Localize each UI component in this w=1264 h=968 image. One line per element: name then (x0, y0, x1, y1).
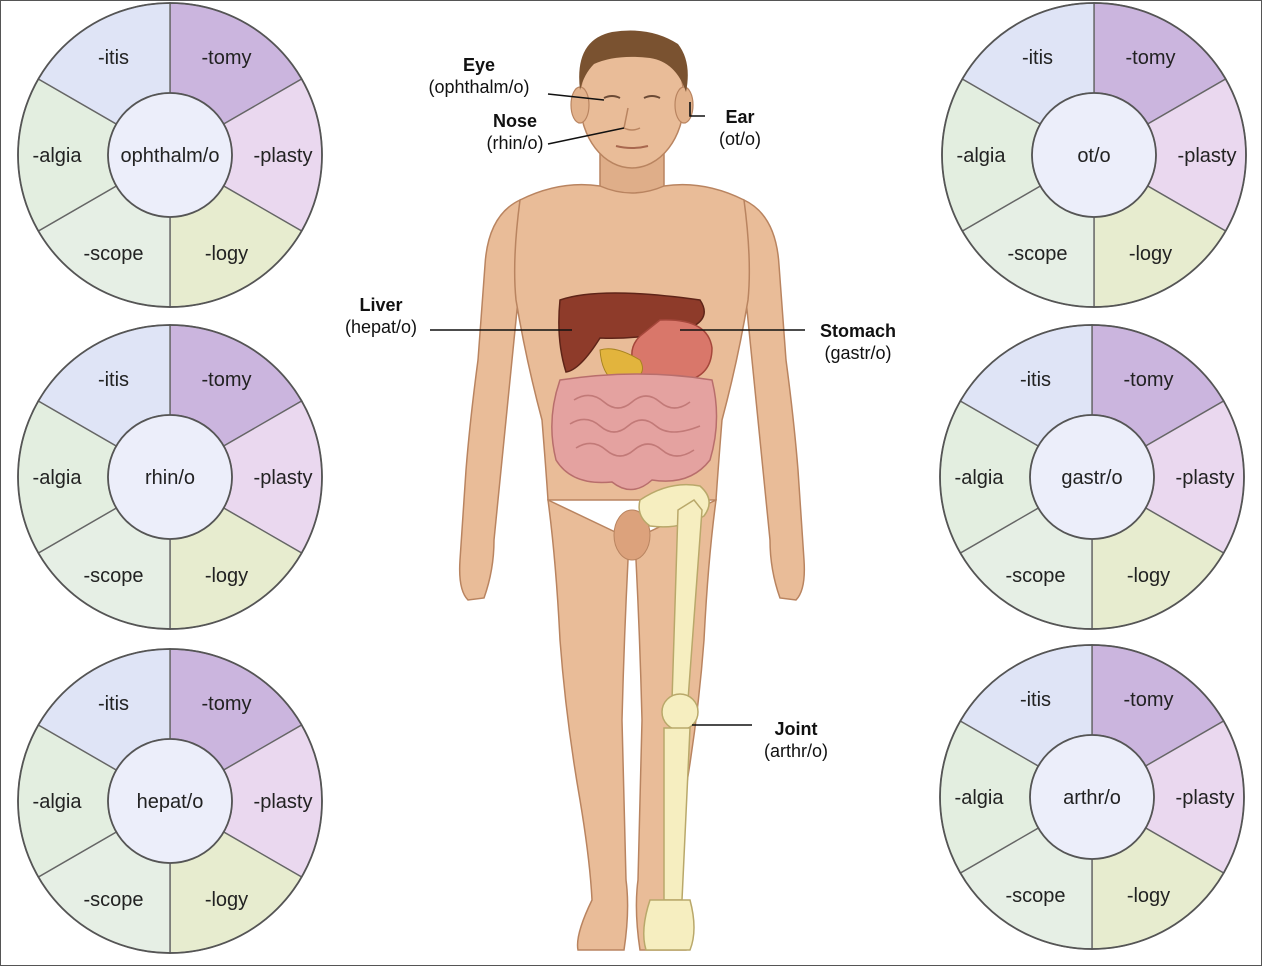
suffix-label-itis: -itis (1020, 689, 1051, 711)
wheel-hub (107, 738, 233, 864)
suffix-label-logy: -logy (1127, 565, 1170, 587)
suffix-label-plasty: -plasty (1178, 145, 1237, 167)
ear-root: (ot/o) (718, 129, 761, 149)
suffix-label-algia: -algia (955, 467, 1005, 489)
internal-organs (551, 292, 718, 491)
suffix-label-tomy: -tomy (1126, 47, 1176, 69)
suffix-label-logy: -logy (1129, 243, 1172, 265)
nose-root: (rhin/o) (486, 133, 544, 153)
wheel-outer-ring (17, 324, 323, 630)
suffix-label-plasty: -plasty (1176, 467, 1235, 489)
intestines-organ (551, 373, 718, 491)
wheel-outer-ring (941, 2, 1247, 308)
wheel-root-label: ophthalm/o (121, 145, 220, 167)
liver-label: Liver (hepat/o) (326, 294, 436, 338)
liver-name: Liver (359, 295, 403, 315)
joint-root: (arthr/o) (763, 741, 828, 761)
wheel-root-label: rhin/o (145, 467, 195, 489)
wheel-root-label: gastr/o (1061, 467, 1122, 489)
suffix-label-tomy: -tomy (1124, 369, 1174, 391)
suffix-label-tomy: -tomy (202, 369, 252, 391)
suffix-label-itis: -itis (98, 369, 129, 391)
eye-root: (ophthalm/o) (428, 77, 530, 97)
suffix-label-tomy: -tomy (202, 47, 252, 69)
suffix-label-logy: -logy (205, 243, 248, 265)
suffix-label-algia: -algia (957, 145, 1007, 167)
suffix-label-algia: -algia (33, 145, 83, 167)
suffix-label-algia: -algia (955, 787, 1005, 809)
suffix-label-tomy: -tomy (202, 693, 252, 715)
suffix-label-itis: -itis (98, 693, 129, 715)
suffix-wheel: -tomy -plasty -logy -scope -algia -itis rhin/o (17, 324, 323, 630)
wheel-outer-ring (17, 648, 323, 954)
eye-label: Eye (ophthalm/o) (404, 54, 554, 98)
wheel-gastr: -tomy -plasty -logy -scope -algia -itis gastr/… (922, 322, 1262, 632)
suffix-label-algia: -algia (33, 791, 83, 813)
suffix-wheel: -tomy -plasty -logy -scope -algia -itis arthr/… (939, 644, 1245, 950)
suffix-label-plasty: -plasty (1176, 787, 1235, 809)
leg-bones (638, 483, 710, 951)
suffix-wheel: -tomy -plasty -logy -scope -algia -itis ot/o (941, 2, 1247, 308)
suffix-wheel: -tomy -plasty -logy -scope -algia -itis gastr/… (939, 324, 1245, 630)
nose-label: Nose (rhin/o) (450, 110, 580, 154)
wheel-root-label: arthr/o (1063, 787, 1121, 809)
wheel-hub (1029, 414, 1155, 540)
ear-label: Ear (ot/o) (700, 106, 780, 150)
wheel-ophthalm: -tomy -plasty -logy -scope -algia -itis ophtha… (0, 0, 340, 310)
suffix-label-scope: -scope (1005, 885, 1065, 907)
wheel-outer-ring (17, 2, 323, 308)
wheel-hub (107, 414, 233, 540)
suffix-label-scope: -scope (1007, 243, 1067, 265)
wheel-hepat: -tomy -plasty -logy -scope -algia -itis hepat/… (0, 646, 340, 956)
suffix-label-plasty: -plasty (254, 467, 313, 489)
wheel-ot: -tomy -plasty -logy -scope -algia -itis ot/o (924, 0, 1264, 310)
suffix-label-itis: -itis (1020, 369, 1051, 391)
stomach-name: Stomach (819, 321, 897, 341)
stomach-label: Stomach (gastr/o) (798, 320, 918, 364)
suffix-label-logy: -logy (1127, 885, 1170, 907)
suffix-wheel: -tomy -plasty -logy -scope -algia -itis hepat/… (17, 648, 323, 954)
wheel-rhin: -tomy -plasty -logy -scope -algia -itis rhin/o (0, 322, 340, 632)
joint-label: Joint (arthr/o) (742, 718, 850, 762)
wheel-hub (107, 92, 233, 218)
suffix-label-itis: -itis (1022, 47, 1053, 69)
suffix-label-algia: -algia (33, 467, 83, 489)
suffix-label-scope: -scope (83, 243, 143, 265)
ear-name: Ear (725, 107, 755, 127)
wheel-hub (1031, 92, 1157, 218)
pointer-lines (430, 93, 805, 726)
wheel-root-label: hepat/o (137, 791, 204, 813)
suffix-label-scope: -scope (83, 889, 143, 911)
suffix-label-scope: -scope (1005, 565, 1065, 587)
suffix-label-plasty: -plasty (254, 791, 313, 813)
eye-name: Eye (462, 55, 496, 75)
wheel-outer-ring (939, 644, 1245, 950)
nose-name: Nose (492, 111, 537, 131)
wheel-root-label: ot/o (1077, 145, 1110, 167)
suffix-label-logy: -logy (205, 889, 248, 911)
suffix-label-itis: -itis (98, 47, 129, 69)
suffix-label-plasty: -plasty (254, 145, 313, 167)
suffix-label-scope: -scope (83, 565, 143, 587)
wheel-outer-ring (939, 324, 1245, 630)
wheel-hub (1029, 734, 1155, 860)
liver-root: (hepat/o) (344, 317, 418, 337)
suffix-label-tomy: -tomy (1124, 689, 1174, 711)
foot-bones (643, 899, 695, 951)
tibia-bone (663, 727, 691, 901)
suffix-label-logy: -logy (205, 565, 248, 587)
wheel-arthr: -tomy -plasty -logy -scope -algia -itis arthr/… (922, 642, 1262, 952)
suffix-wheel: -tomy -plasty -logy -scope -algia -itis ophtha… (17, 2, 323, 308)
stomach-root: (gastr/o) (824, 343, 892, 363)
joint-name: Joint (774, 719, 818, 739)
